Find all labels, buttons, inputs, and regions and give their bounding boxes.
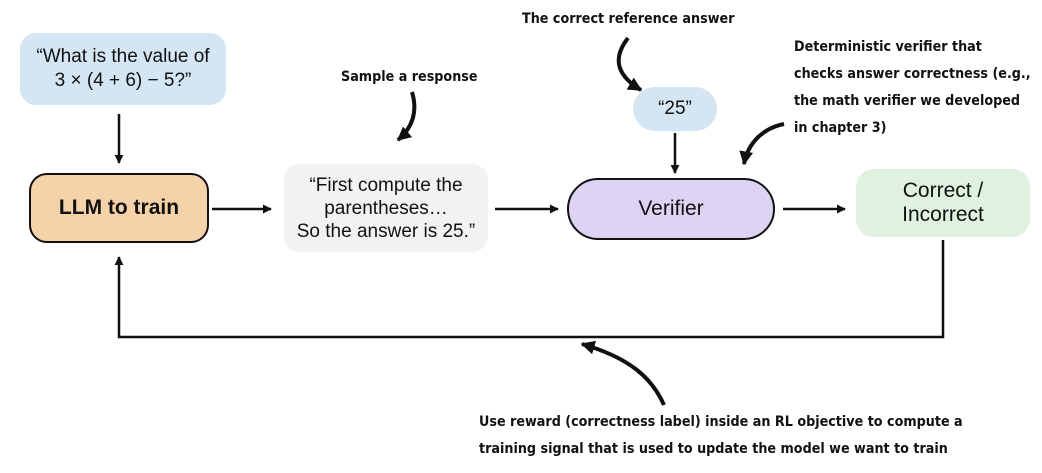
reference-answer-label: “25” <box>658 98 692 119</box>
arrow-feedback-loop <box>114 240 945 339</box>
verifier-label: Verifier <box>638 197 704 220</box>
response-box: “First compute the parentheses… So the a… <box>284 164 488 252</box>
annotation-verifier: Deterministic verifier that checks answe… <box>794 34 1031 142</box>
question-text: “What is the value of 3 × (4 + 6) − 5?” <box>36 45 209 93</box>
curved-arrow-sample-note <box>396 91 417 142</box>
response-line-1: “First compute the <box>309 174 463 196</box>
question-box: “What is the value of 3 × (4 + 6) − 5?” <box>20 33 226 105</box>
curved-arrow-reward-note <box>580 340 666 406</box>
result-box: Correct / Incorrect <box>856 169 1030 237</box>
llm-label: LLM to train <box>58 196 180 219</box>
llm-to-train-box: LLM to train <box>29 173 209 243</box>
annotation-sample-response: Sample a response <box>341 64 478 91</box>
verifier-box: Verifier <box>567 178 775 240</box>
annotation-verifier-line-4: in chapter 3) <box>794 120 887 136</box>
response-line-3: So the answer is 25.” <box>296 220 476 242</box>
response-line-2: parentheses… <box>324 197 448 219</box>
annotation-verifier-line-1: Deterministic verifier that <box>794 39 982 55</box>
response-text: “First compute the parentheses… So the a… <box>297 174 475 243</box>
curved-arrow-reference-note <box>616 36 643 92</box>
result-line-1: Correct / <box>902 179 984 202</box>
annotation-verifier-line-2: checks answer correctness (e.g., <box>794 66 1031 82</box>
annotation-reward-line-1: Use reward (correctness label) inside an… <box>479 414 963 430</box>
annotation-verifier-line-3: the math verifier we developed <box>794 93 1021 109</box>
reference-answer-box: “25” <box>633 87 717 131</box>
result-text: Correct / Incorrect <box>902 179 984 227</box>
annotation-sample-line-1: Sample a response <box>341 69 478 85</box>
annotation-reference-line-1: The correct reference answer <box>522 11 735 27</box>
question-line-2: 3 × (4 + 6) − 5?” <box>54 70 192 91</box>
annotation-reward: Use reward (correctness label) inside an… <box>479 409 963 463</box>
annotation-reward-line-2: training signal that is used to update t… <box>479 441 948 457</box>
result-line-2: Incorrect <box>902 203 984 226</box>
annotation-reference-answer: The correct reference answer <box>522 6 734 33</box>
curved-arrow-verifier-note <box>739 122 785 166</box>
question-line-1: “What is the value of <box>36 46 210 67</box>
